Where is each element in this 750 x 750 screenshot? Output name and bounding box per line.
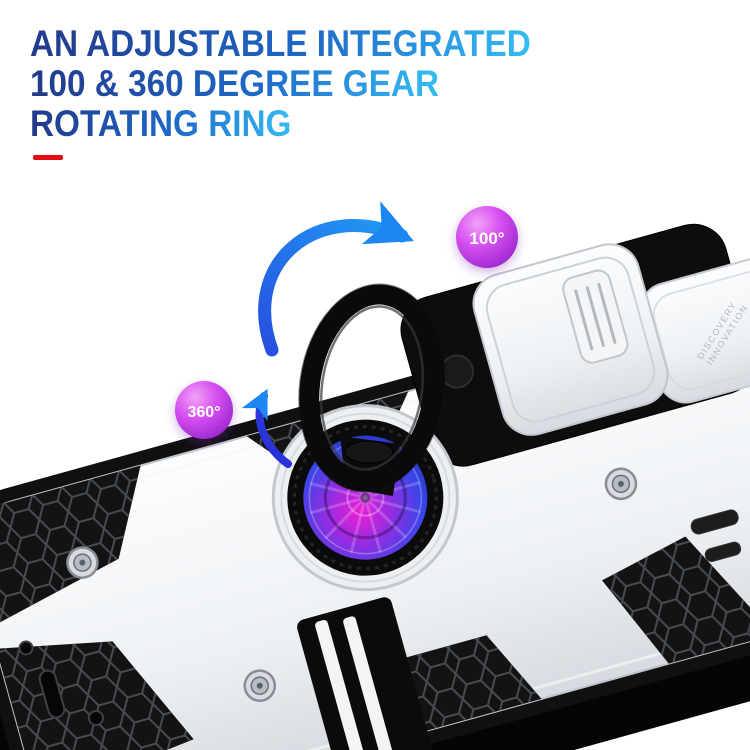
frame-stripe [315,620,370,750]
headline: AN ADJUSTABLE INTEGRATED 100 & 360 DEGRE… [30,24,586,144]
volume-button [690,509,739,535]
frame-stripe [343,616,398,750]
ring-pivot [344,440,394,464]
usb-port-icon [38,669,66,719]
badge-100-label: 100° [469,229,504,248]
red-accent-dash [33,155,63,160]
camera-module [400,223,750,467]
headline-line-3: ROTATING RING [30,103,292,144]
power-button [704,541,742,563]
rotation-arrows [241,201,414,468]
rotation-arrow-100-icon [258,201,414,357]
headline-line-1: AN ADJUSTABLE INTEGRATED [30,23,531,64]
finger-ring [299,284,445,492]
rotation-arrow-360-icon [241,388,292,468]
badge-360-degree: 360° [175,381,233,439]
speaker-hole-icon [18,640,34,656]
speaker-hole-icon [88,710,104,726]
grip-ridges [574,282,617,351]
badge-100-degree: 100° [456,206,518,268]
headline-line-2: 100 & 360 DEGREE GEAR [30,63,440,104]
badge-360-label: 360° [187,404,220,421]
case-body [0,223,750,750]
bottom-ports [18,640,104,726]
bottom-frame-panel [297,597,434,750]
ring-stand [298,283,446,496]
side-buttons [690,509,742,563]
camera-slide-cover [472,243,669,436]
cover-groove [485,256,656,423]
